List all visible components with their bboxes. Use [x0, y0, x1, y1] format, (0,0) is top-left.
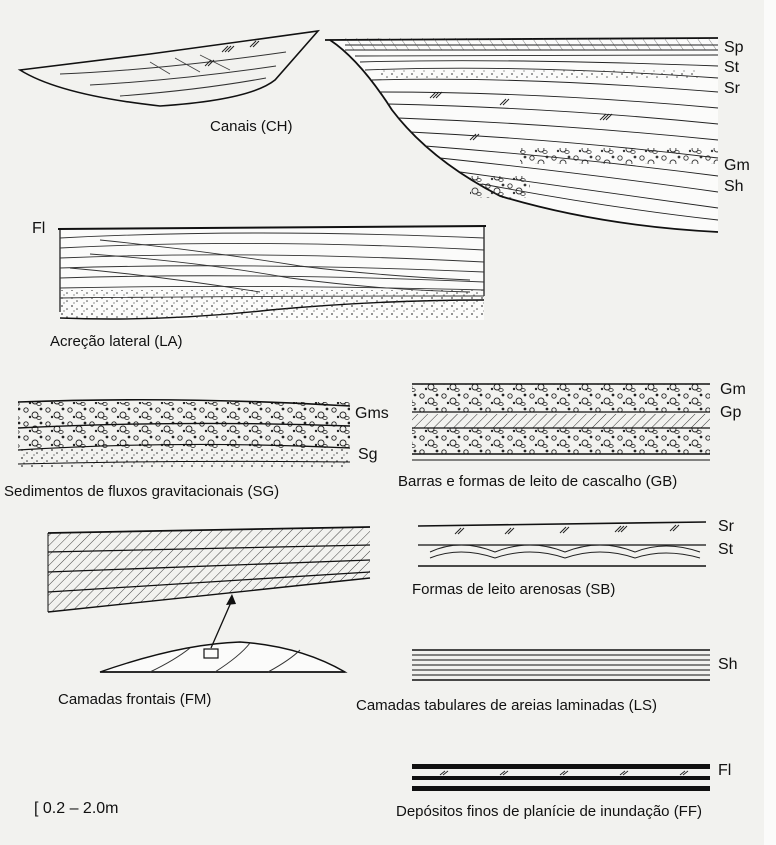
caption-overbank-fines: Depósitos finos de planície de inundação…	[396, 804, 702, 819]
foresets-panel	[48, 527, 370, 672]
scale-bar-label: [ 0.2 – 2.0m	[34, 801, 119, 817]
gravel-bars-panel	[412, 384, 710, 460]
lateral-accretion-panel	[58, 226, 486, 320]
page-margin	[764, 0, 776, 845]
code-st: St	[724, 60, 739, 76]
caption-foresets: Camadas frontais (FM)	[58, 692, 211, 707]
code-sh-ls: Sh	[718, 657, 738, 673]
caption-laminated-sand: Camadas tabulares de areias laminadas (L…	[356, 698, 657, 713]
gravity-flow-panel	[18, 400, 350, 468]
code-sp: Sp	[724, 40, 744, 56]
channels-panel	[20, 31, 718, 232]
code-fl-ff: Fl	[718, 763, 731, 779]
caption-sand-bedforms: Formas de leito arenosas (SB)	[412, 582, 615, 597]
caption-gravel-bars: Barras e formas de leito de cascalho (GB…	[398, 474, 677, 489]
code-sg: Sg	[358, 447, 378, 463]
code-st-sb: St	[718, 542, 733, 558]
caption-gravity-flows: Sedimentos de fluxos gravitacionais (SG)	[4, 484, 279, 499]
code-gms: Gms	[355, 406, 389, 422]
code-gp: Gp	[720, 405, 741, 421]
overbank-fines-panel	[412, 764, 710, 791]
caption-lateral-accretion: Acreção lateral (LA)	[50, 334, 183, 349]
code-sr: Sr	[724, 81, 740, 97]
laminated-sand-panel	[412, 650, 710, 680]
code-fl-la: Fl	[32, 221, 45, 237]
sand-bedforms-panel	[418, 522, 706, 566]
code-gm-gb: Gm	[720, 382, 746, 398]
code-gm: Gm	[724, 158, 750, 174]
code-sh: Sh	[724, 179, 744, 195]
caption-channels: Canais (CH)	[210, 119, 293, 134]
code-sr-sb: Sr	[718, 519, 734, 535]
